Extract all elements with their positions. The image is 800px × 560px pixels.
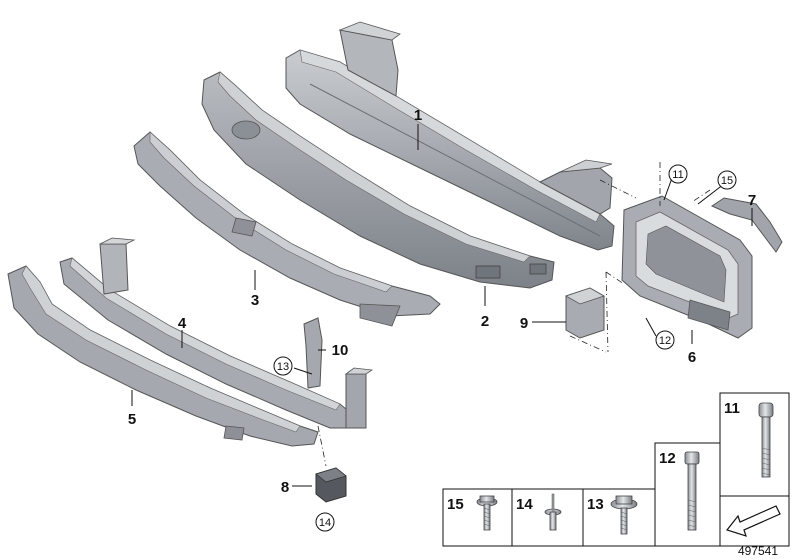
svg-text:12: 12	[659, 335, 671, 347]
table-label-12: 12	[659, 450, 676, 467]
table-label-14: 14	[516, 496, 533, 513]
svg-text:14: 14	[319, 517, 331, 529]
callout-5: 5	[128, 411, 136, 428]
callout-7: 7	[748, 192, 756, 209]
side-strip-part-7	[710, 197, 783, 253]
fastener-table-labels: 15 14 13 12 11	[447, 400, 740, 513]
svg-text:13: 13	[277, 361, 289, 373]
callout-6: 6	[688, 349, 696, 366]
svg-text:11: 11	[672, 169, 683, 181]
screw-13-icon	[610, 495, 638, 535]
bracket-part-9	[565, 287, 605, 339]
rivet-14-icon	[544, 493, 562, 531]
callout-10: 10	[332, 342, 349, 359]
bolt-11-icon	[758, 402, 774, 478]
table-label-15: 15	[447, 496, 464, 513]
direction-arrow-icon	[725, 505, 781, 537]
callout-1: 1	[414, 107, 422, 124]
bumper-carrier-part-1	[285, 21, 615, 251]
clip-part-8	[315, 467, 347, 503]
circled-ref-11: 11	[668, 164, 688, 184]
lower-crossbar-part-4	[59, 237, 374, 429]
callout-labels: 1 2 3 4 5 6 7 8 9 10	[128, 107, 756, 496]
bracket-part-10	[303, 317, 323, 389]
energy-absorber-part-2	[201, 71, 555, 289]
grille-support-part-3	[133, 131, 441, 327]
table-label-11: 11	[724, 400, 740, 417]
lower-trim-carrier-part-5	[7, 265, 319, 447]
circled-ref-14: 14	[315, 512, 335, 532]
callout-3: 3	[251, 292, 259, 309]
reference-lines	[317, 162, 711, 467]
leader-lines	[131, 124, 753, 487]
screw-15-icon	[476, 495, 498, 531]
circled-ref-12: 12	[655, 330, 675, 350]
table-label-13: 13	[587, 496, 604, 513]
callout-9: 9	[520, 315, 528, 332]
circled-ref-15: 15	[717, 170, 737, 190]
document-number: 497541	[738, 544, 778, 558]
fastener-table	[442, 392, 790, 547]
callout-2: 2	[481, 313, 489, 330]
svg-text:15: 15	[721, 175, 733, 187]
bolt-12-icon	[684, 451, 700, 531]
circled-ref-13: 13	[273, 356, 293, 376]
side-bracket-part-6	[621, 195, 753, 339]
callout-4: 4	[178, 315, 187, 332]
callout-8: 8	[281, 479, 289, 496]
circled-references: 11 15 12 13 14	[273, 164, 737, 532]
